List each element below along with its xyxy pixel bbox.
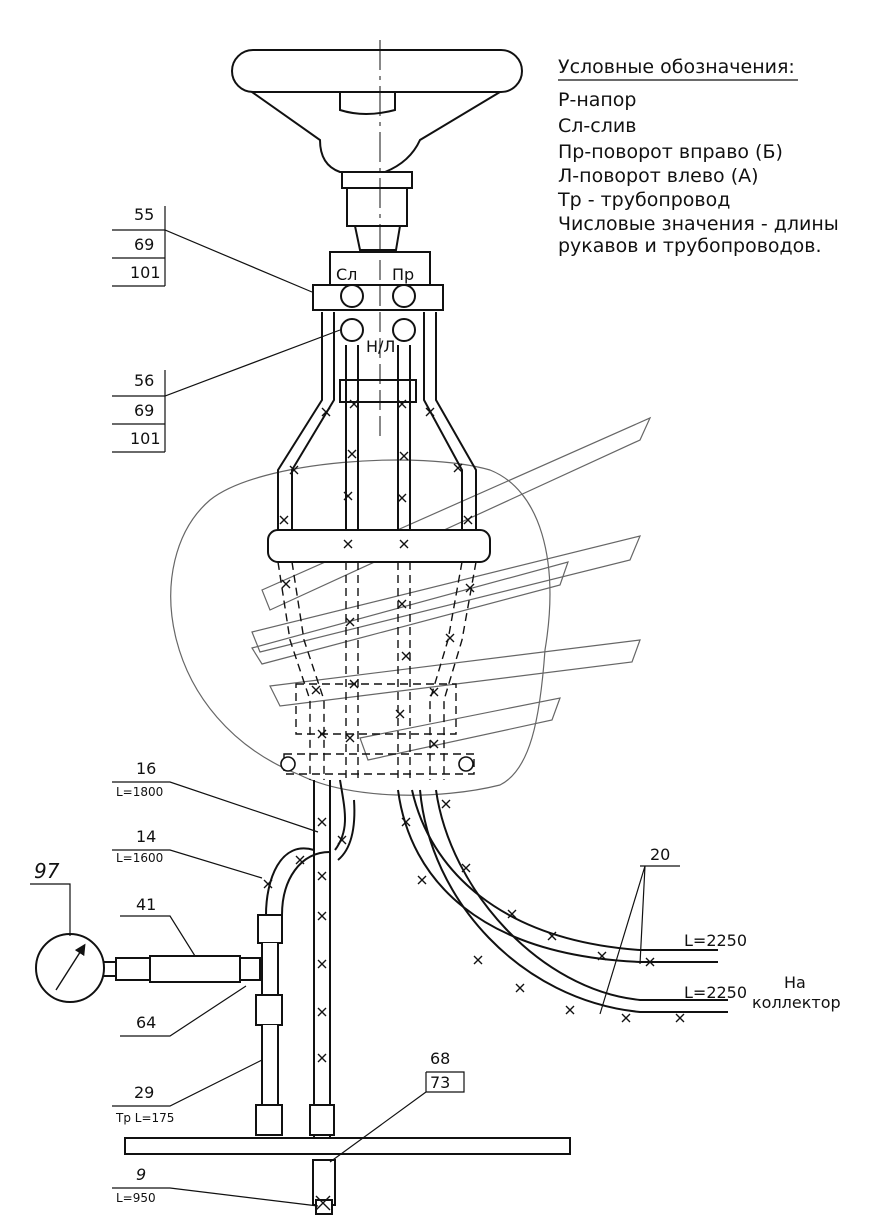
port-pr-label: Пр (392, 265, 414, 284)
callout-56-sub2: 101 (130, 429, 161, 448)
callout-29-num: 29 (134, 1083, 154, 1102)
straight-fittings (309, 1104, 336, 1215)
tractor-logo-watermark (170, 416, 652, 796)
callout-68-sub: 73 (430, 1073, 450, 1092)
callout-14-num: 14 (136, 827, 156, 846)
legend-line: Р-напор (558, 89, 637, 111)
legend-line: Пр-поворот вправо (Б) (558, 141, 783, 163)
callout-9-num: 9 (136, 1165, 146, 1184)
mount-bolts (280, 756, 474, 772)
callout-9-len: L=950 (116, 1191, 156, 1205)
callout-55-num: 55 (134, 205, 154, 224)
callout-leaders (30, 206, 680, 1207)
callout-64: 64 (136, 1013, 156, 1032)
destination-line1: На (784, 973, 806, 992)
legend-line: Сл-слив (558, 115, 636, 137)
legend: Условные обозначения: Р-напор Сл-слив Пр… (557, 56, 839, 257)
frame-plate (124, 1137, 571, 1155)
legend-title: Условные обозначения: (558, 56, 795, 78)
callout-97: 97 (34, 859, 60, 883)
callout-16-len: L=1800 (116, 785, 163, 799)
port-nl-label: Н/Л (366, 337, 395, 356)
callout-55-sub2: 101 (130, 263, 161, 282)
lower-hoses (265, 779, 728, 1140)
callout-14-len: L=1600 (116, 851, 163, 865)
callout-16-num: 16 (136, 759, 156, 778)
callout-56-num: 56 (134, 371, 154, 390)
callout-29-len: Тр L=175 (115, 1111, 174, 1125)
callout-20: 20 (650, 845, 670, 864)
destination-line2: коллектор (752, 993, 841, 1012)
steering-wheel (231, 40, 523, 260)
hose-length-lower: L=2250 (684, 983, 747, 1002)
callout-55-sub1: 69 (134, 235, 154, 254)
callout-56-sub1: 69 (134, 401, 154, 420)
hose-cross-marks (263, 399, 685, 1211)
gauge-assembly (35, 914, 283, 1136)
valve-hoses (267, 312, 491, 563)
legend-line: рукавов и трубопроводов. (558, 235, 822, 257)
legend-line: Л-поворот влево (А) (558, 165, 759, 187)
hose-length-upper: L=2250 (684, 931, 747, 950)
port-sl-label: Сл (336, 265, 357, 284)
callout-41: 41 (136, 895, 156, 914)
legend-line: Числовые значения - длины (558, 213, 839, 235)
callout-68-num: 68 (430, 1049, 450, 1068)
hidden-hoses (277, 561, 477, 780)
legend-line: Тр - трубопровод (557, 189, 730, 211)
